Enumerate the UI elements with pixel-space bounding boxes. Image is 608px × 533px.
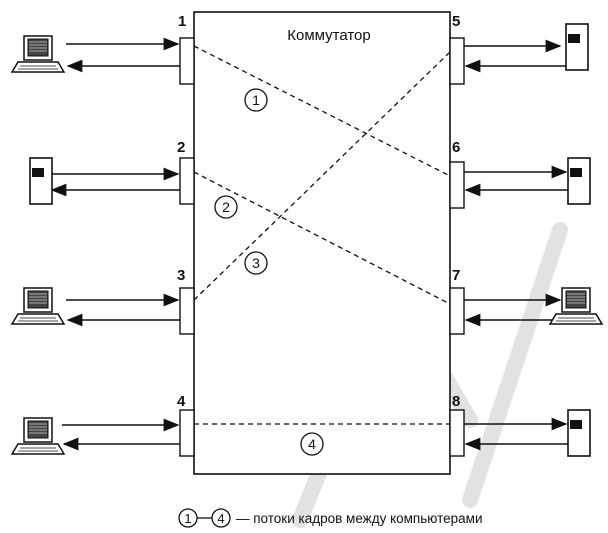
flow-2-label: 2 [222,199,230,215]
workstation-icon [12,288,64,324]
port-4-connector [180,410,194,456]
port-1-connector [180,38,194,84]
legend-from-label: 1 [184,511,191,526]
port-2-label: 2 [177,139,185,156]
port-6-connector [450,162,464,208]
workstation-icon [12,36,64,72]
device-port-7 [550,288,602,324]
server-icon [568,158,590,204]
device-port-1 [12,36,64,72]
flow-3-label: 3 [252,255,260,271]
port-7-label: 7 [452,267,460,284]
server-icon [568,410,590,456]
workstation-icon [550,288,602,324]
legend-to-label: 4 [217,511,224,526]
port-4-label: 4 [177,393,186,410]
device-port-4 [12,418,64,454]
port-8-label: 8 [452,393,460,410]
port-2-connector [180,158,194,204]
port-3-label: 3 [177,267,185,284]
links-left [50,44,180,444]
port-8-connector [450,410,464,456]
port-1-label: 1 [178,13,186,30]
legend-text: — потоки кадров между компьютерами [236,511,482,526]
switch-box [194,12,450,474]
device-port-5 [566,24,588,70]
device-port-2 [30,158,52,204]
flow-4-label: 4 [308,436,316,452]
server-icon [30,158,52,204]
port-3-connector [180,288,194,334]
legend: 1 4 — потоки кадров между компьютерами [179,509,482,527]
device-port-6 [568,158,590,204]
port-5-connector [450,38,464,84]
switch-title: Коммутатор [287,27,370,44]
port-5-label: 5 [452,13,460,30]
server-icon [566,24,588,70]
device-port-8 [568,410,590,456]
flow-1-label: 1 [252,92,260,108]
port-6-label: 6 [452,139,460,156]
port-7-connector [450,288,464,334]
workstation-icon [12,418,64,454]
device-port-3 [12,288,64,324]
